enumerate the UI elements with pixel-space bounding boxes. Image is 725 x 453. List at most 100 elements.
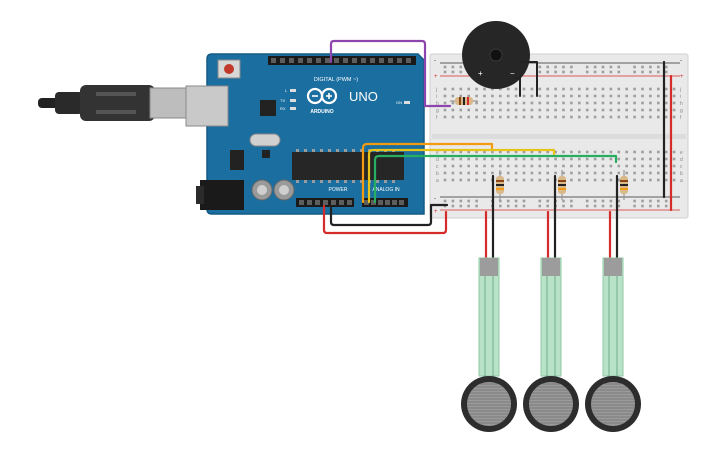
breadboard-hole (554, 157, 557, 161)
piezo-buzzer: + − (462, 21, 530, 89)
breadboard-hole (657, 178, 660, 182)
breadboard-hole (649, 70, 652, 74)
led-on (404, 101, 410, 104)
breadboard-hole (530, 164, 534, 168)
breadboard-hole (467, 171, 470, 175)
breadboard-hole (641, 115, 644, 119)
breadboard-hole (443, 108, 447, 112)
breadboard-hole (625, 108, 628, 112)
breadboard-hole (546, 204, 549, 208)
breadboard-hole (451, 108, 455, 112)
breadboard-hole (664, 115, 668, 119)
breadboard-hole (585, 65, 589, 69)
breadboard-hole (499, 108, 502, 112)
breadboard-hole (522, 108, 526, 112)
breadboard-hole (649, 199, 652, 203)
breadboard-hole (633, 204, 636, 208)
led-label: L (285, 88, 288, 93)
breadboard-hole (443, 87, 447, 91)
breadboard-hole (601, 150, 605, 154)
breadboard-hole (562, 87, 565, 91)
power-jack (200, 180, 244, 210)
row-letter: b (680, 171, 683, 177)
breadboard-hole (664, 171, 668, 175)
breadboard-hole (522, 115, 526, 119)
breadboard-hole (617, 65, 621, 69)
row-letter: c (680, 164, 683, 170)
row-letter: b (436, 171, 439, 177)
breadboard-hole (546, 65, 549, 69)
breadboard-hole (491, 87, 494, 91)
row-letter: i (680, 94, 681, 100)
breadboard-hole (657, 115, 660, 119)
breadboard-hole (467, 204, 470, 208)
resistor-sensor-3 (620, 170, 628, 200)
breadboard-hole (538, 65, 542, 69)
breadboard-hole (459, 115, 463, 119)
breadboard-hole (672, 150, 676, 154)
breadboard-hole (657, 157, 660, 161)
breadboard-hole (475, 87, 478, 91)
breadboard-hole (609, 87, 613, 91)
breadboard-hole (459, 178, 463, 182)
breadboard-hole (593, 108, 597, 112)
breadboard-hole (514, 199, 518, 203)
breadboard-hole (546, 171, 549, 175)
breadboard-hole (617, 87, 621, 91)
breadboard-hole (483, 94, 486, 98)
breadboard-hole (649, 108, 652, 112)
breadboard-hole (562, 164, 565, 168)
breadboard-hole (664, 94, 668, 98)
wire-buzzer-gnd (514, 77, 521, 97)
breadboard-hole (459, 164, 463, 168)
breadboard-hole (522, 87, 526, 91)
breadboard-hole (467, 164, 470, 168)
breadboard-hole (443, 70, 447, 74)
breadboard-hole (585, 115, 589, 119)
breadboard-hole (499, 94, 502, 98)
breadboard-hole (593, 199, 597, 203)
force-sensors (461, 257, 641, 432)
breadboard-hole (672, 94, 676, 98)
breadboard-hole (585, 164, 589, 168)
breadboard-hole (672, 87, 676, 91)
breadboard-hole (483, 150, 486, 154)
breadboard-hole (570, 65, 573, 69)
breadboard-hole (641, 94, 644, 98)
breadboard-hole (506, 171, 510, 175)
breadboard-hole (491, 157, 494, 161)
breadboard-hole (570, 115, 573, 119)
breadboard-hole (641, 87, 644, 91)
breadboard-hole (617, 150, 621, 154)
breadboard-hole (664, 204, 668, 208)
breadboard-hole (633, 65, 636, 69)
breadboard-hole (443, 115, 447, 119)
force-sensor-1 (461, 257, 517, 432)
breadboard-hole (522, 171, 526, 175)
breadboard-hole (499, 115, 502, 119)
breadboard-hole (562, 108, 565, 112)
breadboard-hole (459, 204, 463, 208)
breadboard-hole (625, 171, 628, 175)
breadboard-hole (459, 199, 463, 203)
row-letter: f (436, 115, 438, 121)
breadboard-hole (562, 157, 565, 161)
crystal (249, 133, 281, 147)
breadboard-hole (641, 204, 644, 208)
breadboard-hole (570, 94, 573, 98)
row-letter: g (680, 108, 683, 114)
breadboard-hole (649, 178, 652, 182)
usb-cable (38, 85, 187, 121)
breadboard-hole (633, 164, 636, 168)
breadboard-hole (491, 94, 494, 98)
breadboard-hole (546, 178, 549, 182)
breadboard-hole (514, 108, 518, 112)
breadboard-hole (641, 108, 644, 112)
breadboard-hole (530, 115, 534, 119)
breadboard-hole (609, 164, 613, 168)
breadboard-hole (522, 94, 526, 98)
breadboard-hole (664, 70, 668, 74)
breadboard-hole (601, 101, 605, 105)
breadboard-hole (625, 94, 628, 98)
